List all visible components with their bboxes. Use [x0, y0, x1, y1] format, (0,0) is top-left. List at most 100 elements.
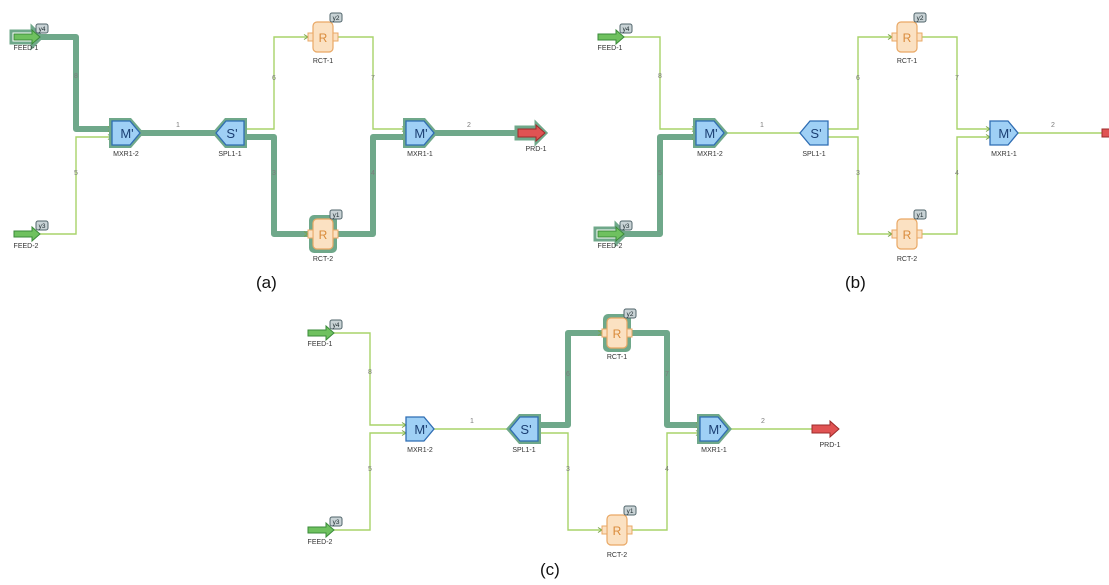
feed-2-arrow [593, 220, 629, 248]
stream-8 [624, 36, 696, 130]
stream-label-4: 4 [955, 170, 959, 177]
mixer-mxr1-2: M' [109, 118, 144, 148]
tag-text: y1 [627, 508, 634, 515]
tag-rct-1: y2 [623, 308, 637, 319]
stream-label-7: 7 [371, 75, 375, 82]
label-rct-2: RCT-2 [897, 256, 917, 263]
stream-8 [334, 332, 406, 426]
tag-text: y1 [917, 212, 924, 219]
stream-3 [538, 432, 602, 531]
mixer-mxr1-1: M' [403, 118, 438, 148]
stream-label-7: 7 [955, 75, 959, 82]
mixer-symbol: M' [708, 422, 721, 437]
flowsheet-panel-c: 85163742M'S'RRM'y4y3y2y1FEED-1FEED-2MXR1… [307, 308, 841, 559]
stream-label-1: 1 [176, 122, 180, 129]
reactor-rct-1: R [891, 21, 923, 53]
stream-label-6: 6 [272, 75, 276, 82]
stream-label-2: 2 [1051, 122, 1055, 129]
tag-rct-2: y1 [623, 505, 637, 516]
stream-5 [40, 136, 112, 235]
reactor-rct-2: R [307, 215, 339, 253]
reactor-rct-1: R [601, 314, 633, 352]
feed-1-arrow [307, 324, 335, 342]
stream-4 [922, 136, 990, 235]
tag-text: y2 [627, 311, 634, 318]
stream-4 [632, 432, 700, 531]
stream-label-3: 3 [856, 170, 860, 177]
reactor-symbol: R [903, 228, 912, 242]
tag-feed-1: y4 [619, 23, 633, 34]
feed-2-arrow [13, 225, 41, 243]
reactor-rct-2: R [601, 514, 633, 546]
label-mxr1-1: MXR1-1 [407, 151, 433, 158]
product-prd-1-arrow [811, 419, 840, 439]
label-mxr1-2: MXR1-2 [113, 151, 139, 158]
stream-6 [535, 330, 605, 428]
tag-rct-2: y1 [913, 209, 927, 220]
label-feed-1: FEED-1 [14, 45, 39, 52]
tag-text: y2 [917, 15, 924, 22]
reactor-symbol: R [903, 31, 912, 45]
label-rct-1: RCT-1 [897, 58, 917, 65]
label-feed-2: FEED-2 [598, 243, 623, 250]
label-mxr1-1: MXR1-1 [991, 151, 1017, 158]
stream-3 [241, 134, 311, 237]
label-rct-2: RCT-2 [607, 552, 627, 559]
stream-label-6: 6 [856, 75, 860, 82]
stream-label-3: 3 [566, 466, 570, 473]
label-feed-2: FEED-2 [308, 539, 333, 546]
stream-7 [338, 36, 406, 130]
mixer-symbol: M' [998, 126, 1011, 141]
tag-feed-2: y3 [35, 220, 49, 231]
product-prd-1-arrow [514, 119, 549, 147]
mixer-symbol: M' [704, 126, 717, 141]
label-prd-1: PRD-1 [819, 442, 840, 449]
tag-feed-2: y3 [619, 220, 633, 231]
reactor-symbol: R [613, 327, 622, 341]
stream-label-1: 1 [470, 418, 474, 425]
tag-feed-1: y4 [35, 23, 49, 34]
label-spl1-1: SPL1-1 [512, 447, 535, 454]
label-spl1-1: SPL1-1 [802, 151, 825, 158]
stream-7 [629, 330, 703, 428]
splitter-spl1-1: S' [506, 414, 541, 444]
tag-text: y3 [623, 223, 630, 230]
tag-text: y4 [39, 26, 46, 33]
mixer-symbol: M' [414, 422, 427, 437]
feed-1-arrow [9, 23, 45, 51]
caption-b: (b) [845, 273, 866, 292]
label-feed-1: FEED-1 [598, 45, 623, 52]
stream-label-1: 1 [760, 122, 764, 129]
reactor-symbol: R [613, 524, 622, 538]
tag-text: y3 [333, 519, 340, 526]
label-feed-1: FEED-1 [308, 341, 333, 348]
stream-8 [37, 34, 115, 132]
stream-4 [335, 134, 409, 237]
stream-5 [334, 432, 406, 531]
feed-1-arrow [597, 28, 625, 46]
label-mxr1-1: MXR1-1 [701, 447, 727, 454]
tag-rct-2: y1 [329, 209, 343, 220]
mixer-mxr1-2: M' [405, 416, 435, 442]
mixer-mxr1-1: M' [989, 120, 1019, 146]
splitter-symbol: S' [226, 126, 237, 141]
label-prd-1: PRD-1 [525, 146, 546, 153]
reactor-symbol: R [319, 228, 328, 242]
mixer-mxr1-2: M' [693, 118, 728, 148]
caption-a: (a) [256, 273, 277, 292]
flowsheet-panel-a: 85163742M'S'RRM'y4y3y2y1FEED-1FEED-2MXR1… [9, 12, 549, 263]
stream-5 [621, 134, 699, 237]
stream-6 [828, 36, 892, 130]
stream-label-7: 7 [665, 371, 669, 378]
stream-label-3: 3 [272, 170, 276, 177]
flowsheet-panel-b: 85163742M'S'RRM'y4y3y2y1FEED-1FEED-2MXR1… [593, 12, 1109, 263]
mixer-mxr1-1: M' [697, 414, 732, 444]
stream-label-2: 2 [467, 122, 471, 129]
stream-7 [922, 36, 990, 130]
label-mxr1-2: MXR1-2 [697, 151, 723, 158]
label-mxr1-2: MXR1-2 [407, 447, 433, 454]
stream-label-5: 5 [658, 170, 662, 177]
stream-label-5: 5 [368, 466, 372, 473]
label-spl1-1: SPL1-1 [218, 151, 241, 158]
